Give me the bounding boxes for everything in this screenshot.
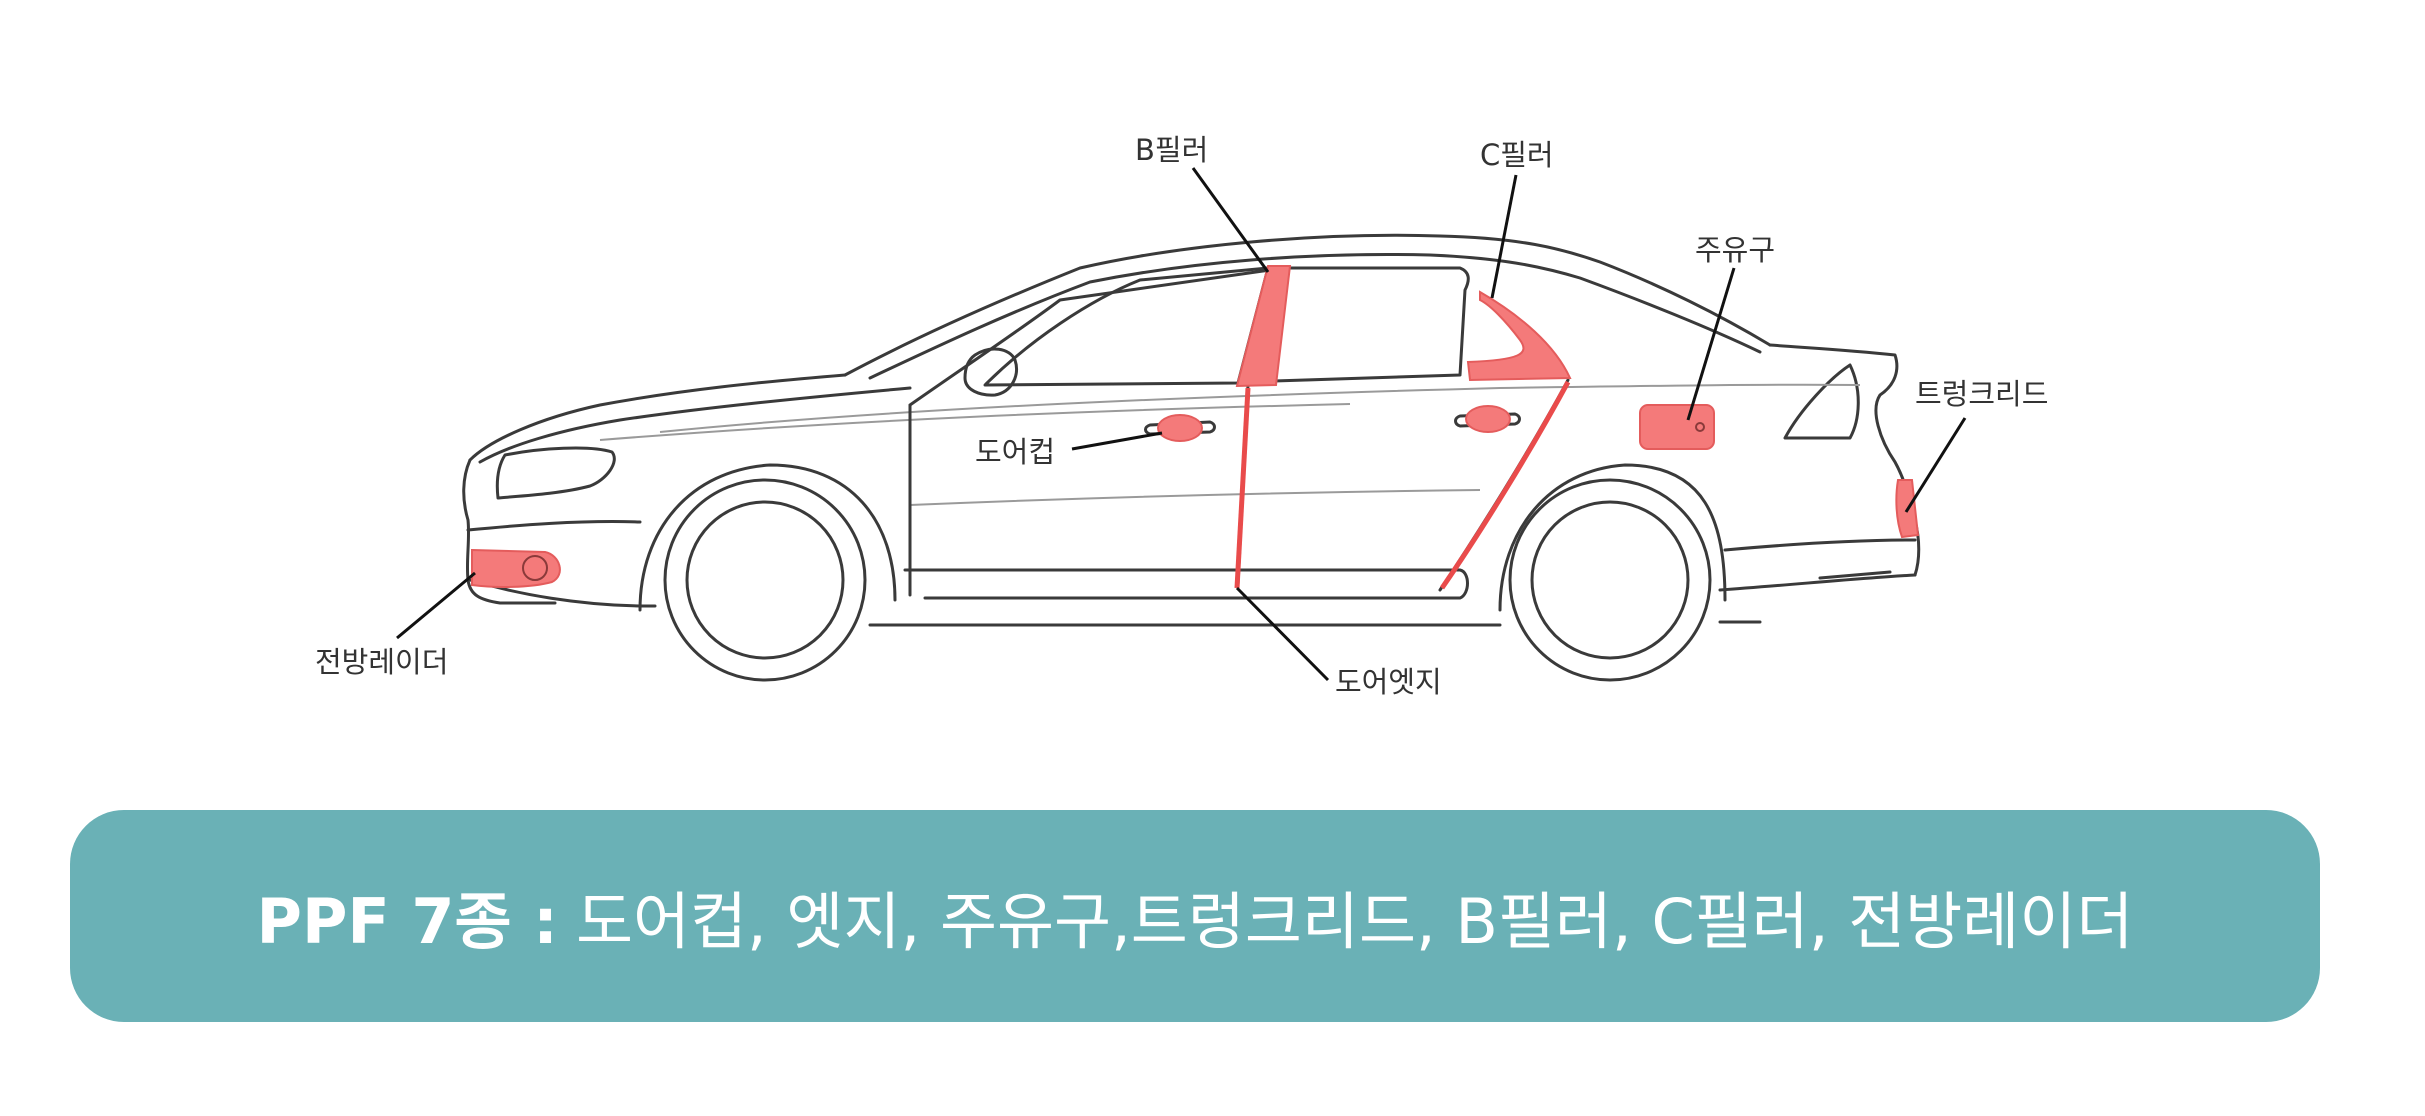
- front-tire: [663, 478, 867, 682]
- roof-inner-line: [868, 252, 1762, 380]
- rear-rim: [1530, 500, 1690, 660]
- summary-title: PPF 7종 :: [256, 885, 558, 958]
- ppf-front-radar: [471, 548, 561, 588]
- leader-b-pillar: [1191, 167, 1270, 273]
- label-fuel-cap: 주유구: [1695, 233, 1775, 267]
- ppf-rear-door-edge: [1439, 380, 1571, 590]
- rear-wheel-arch: [1498, 463, 1727, 612]
- rear-tire: [1508, 478, 1712, 682]
- headlight: [495, 446, 616, 500]
- belt-line: [659, 383, 1861, 433]
- front-door: [908, 268, 1272, 597]
- leader-door-edge: [1235, 586, 1330, 682]
- ppf-front-door-cup: [1157, 414, 1203, 442]
- ppf-b-pillar: [1235, 265, 1292, 388]
- roof-line: [843, 233, 1772, 377]
- ppf-fuel-cap: [1639, 404, 1715, 450]
- summary-items: 도어컵, 엣지, 주유구,트렁크리드, B필러, C필러, 전방레이더: [575, 885, 2134, 958]
- leader-trunk-lid: [1904, 417, 1967, 513]
- front-wheel-arch: [638, 463, 897, 612]
- ppf-c-pillar: [1466, 290, 1572, 382]
- leader-door-cup: [1071, 431, 1163, 451]
- rear-door-handle: [1454, 412, 1521, 428]
- label-c-pillar: C필러: [1480, 138, 1554, 172]
- summary-banner: PPF 7종 : 도어컵, 엣지, 주유구,트렁크리드, B필러, C필러, 전…: [70, 810, 2320, 1022]
- fuel-cap-dot: [1695, 422, 1705, 432]
- ppf-zones: [471, 265, 1920, 590]
- label-b-pillar: B필러: [1135, 133, 1208, 167]
- sill-line: [903, 568, 1469, 600]
- leader-fuel-cap: [1686, 267, 1736, 421]
- lower-crease: [909, 489, 1481, 506]
- front-rim: [685, 500, 845, 660]
- rocker-line: [638, 604, 1762, 627]
- leader-front-radar: [396, 571, 476, 640]
- shoulder-line: [599, 403, 1351, 441]
- front-door-handle: [1144, 420, 1216, 436]
- fog-light: [522, 555, 548, 581]
- hood-inner-line: [478, 386, 912, 464]
- label-trunk-lid: 트렁크리드: [1915, 377, 2048, 411]
- leader-c-pillar: [1490, 174, 1518, 299]
- hood-line: [468, 373, 847, 462]
- front-window: [983, 266, 1270, 387]
- taillight: [1783, 363, 1860, 440]
- wheels: [663, 478, 1712, 682]
- label-front-radar: 전방레이더: [315, 645, 448, 679]
- front-fascia: [462, 458, 557, 605]
- rear-bumper: [1718, 538, 1917, 592]
- label-door-edge: 도어엣지: [1335, 665, 1442, 699]
- side-mirror: [963, 347, 1018, 397]
- leader-lines: [396, 167, 1967, 682]
- ppf-front-door-edge: [1234, 387, 1251, 589]
- rear-window: [1243, 266, 1470, 384]
- label-door-cup: 도어컵: [975, 435, 1055, 469]
- ppf-rear-door-cup: [1465, 405, 1511, 433]
- car-ppf-diagram: B필러 C필러 주유구 트렁크리드 도어컵 전방레이더 도어엣지: [315, 133, 2048, 699]
- callout-labels: B필러 C필러 주유구 트렁크리드 도어컵 전방레이더 도어엣지: [315, 133, 2048, 699]
